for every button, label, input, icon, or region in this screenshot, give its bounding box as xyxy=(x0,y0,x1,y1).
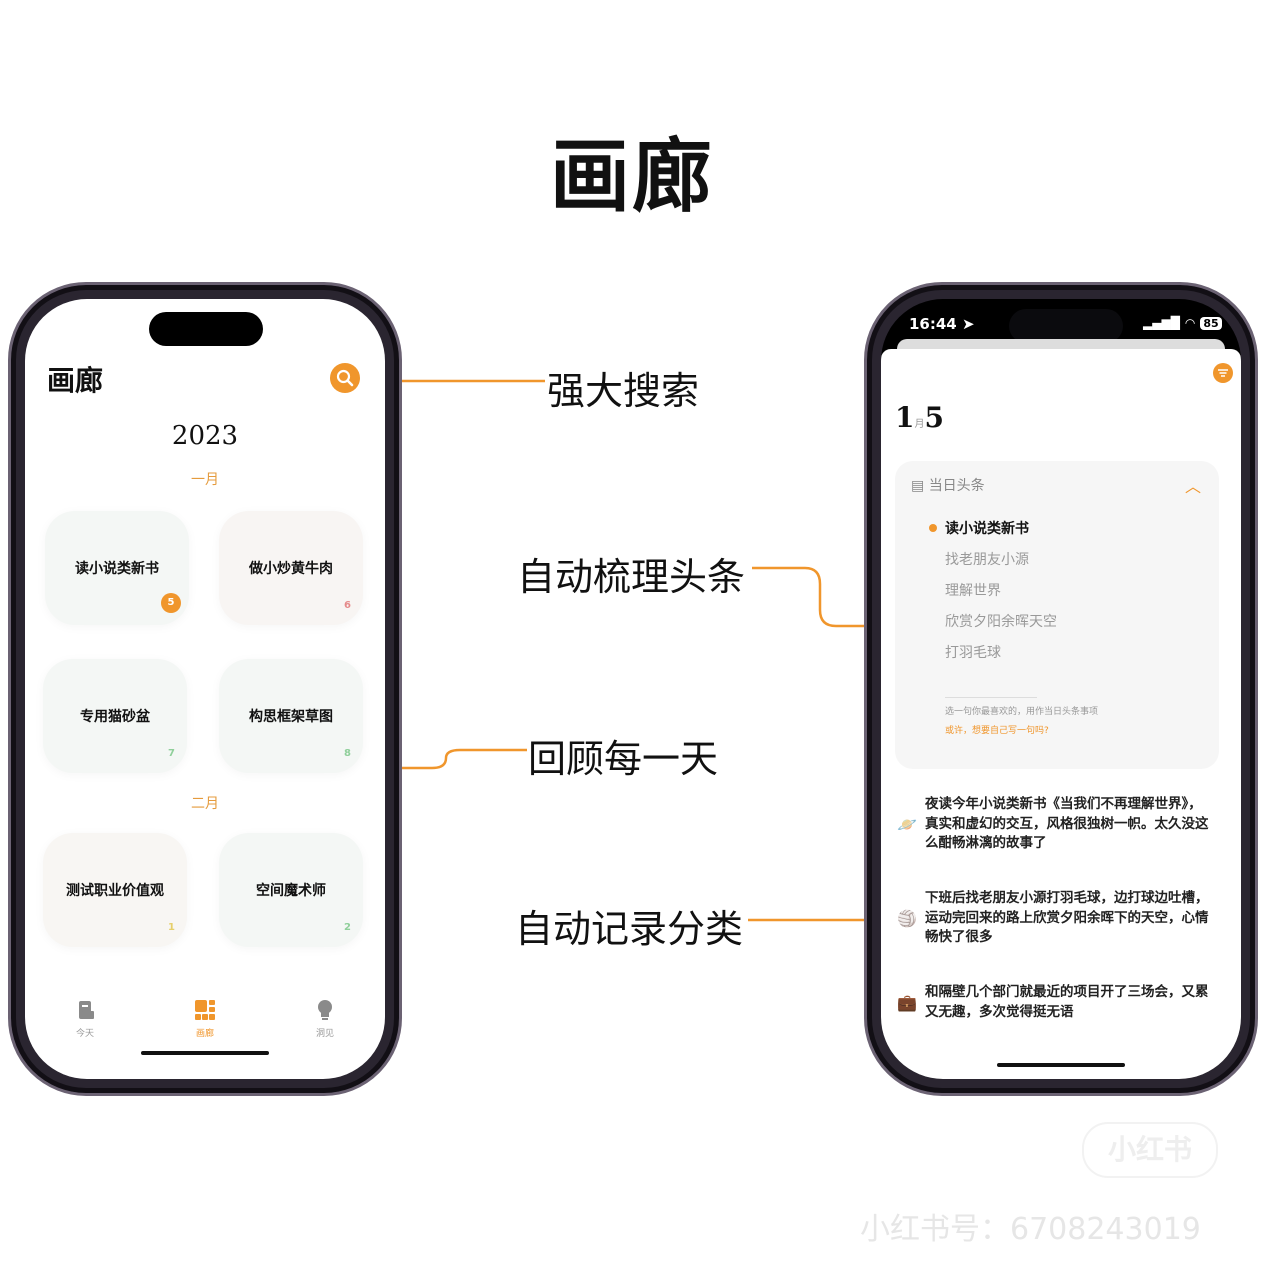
status-icons: ▂▄▆█ ◠ 85 xyxy=(1143,316,1222,330)
search-button[interactable] xyxy=(330,363,360,393)
briefcase-icon: 💼 xyxy=(897,993,917,1012)
gallery-icon xyxy=(195,1000,215,1020)
divider xyxy=(945,697,1037,698)
gallery-card[interactable]: 构思框架草图 8 xyxy=(219,659,363,773)
page-title: 画廊 xyxy=(550,129,714,223)
search-icon xyxy=(336,369,354,387)
gallery-card[interactable]: 空间魔术师 2 xyxy=(219,833,363,947)
diary-entry[interactable]: 夜读今年小说类新书《当我们不再理解世界》，真实和虚幻的交互，风格很独树一帜。太久… xyxy=(925,796,1209,851)
location-arrow-icon: ➤ xyxy=(961,315,975,333)
write-own-link[interactable]: 或许，想要自己写一句吗? xyxy=(945,726,1049,736)
headline-hint: 选一句你最喜欢的，用作当日头条事项 xyxy=(945,707,1099,717)
planet-icon: 🪐 xyxy=(897,815,917,834)
gallery-card[interactable]: 做小炒黄牛肉 6 xyxy=(219,511,363,625)
month-label: 一月 xyxy=(191,472,219,488)
headline-option[interactable]: 读小说类新书 xyxy=(945,521,1029,537)
wifi-icon: ◠ xyxy=(1184,316,1196,330)
headline-panel: ▤ 当日头条 ︿ 读小说类新书 找老朋友小源 理解世界 欣赏夕阳余晖天空 打羽毛… xyxy=(895,461,1219,769)
filter-icon xyxy=(1218,369,1228,377)
card-title: 专用猫砂盆 xyxy=(80,709,150,725)
card-day: 2 xyxy=(344,922,351,933)
day-sheet: 1月5 ▤ 当日头条 ︿ 读小说类新书 找老朋友小源 理解世界 欣赏夕阳余晖天空… xyxy=(881,349,1241,1079)
watermark-logo: 小红书 xyxy=(1082,1122,1218,1178)
headline-option[interactable]: 理解世界 xyxy=(945,583,1001,599)
right-phone: 16:44 ➤ ▂▄▆█ ◠ 85 1月5 ▤ 当日头条 ︿ 读小说类新书 找老朋… xyxy=(864,282,1258,1096)
card-day: 8 xyxy=(344,748,351,759)
tab-today[interactable]: 今天 xyxy=(55,999,115,1039)
card-day: 1 xyxy=(168,922,175,933)
watermark-id: 小红书号：6708243019 xyxy=(860,1212,1201,1247)
date-label: 1月5 xyxy=(895,401,944,434)
tab-label: 洞见 xyxy=(315,1029,334,1039)
connector-review xyxy=(375,748,527,770)
headline-option[interactable]: 找老朋友小源 xyxy=(945,552,1029,568)
tab-label: 今天 xyxy=(75,1029,94,1039)
dynamic-island xyxy=(1009,309,1123,343)
volleyball-icon: 🏐 xyxy=(897,909,917,928)
home-indicator xyxy=(141,1051,269,1055)
tab-label: 画廊 xyxy=(195,1029,214,1039)
signal-icon: ▂▄▆█ xyxy=(1143,316,1180,330)
collapse-chevron-icon[interactable]: ︿ xyxy=(1184,477,1201,496)
diary-entry[interactable]: 和隔壁几个部门就最近的项目开了三场会，又累又无趣，多次觉得挺无语 xyxy=(925,984,1209,1020)
connector-headline xyxy=(752,566,886,628)
selected-dot xyxy=(929,524,937,532)
callout-review: 回顾每一天 xyxy=(528,737,719,781)
headline-option[interactable]: 欣赏夕阳余晖天空 xyxy=(945,614,1057,630)
month-label: 二月 xyxy=(191,796,219,812)
card-title: 做小炒黄牛肉 xyxy=(249,561,333,577)
callout-classify: 自动记录分类 xyxy=(515,907,744,951)
header-title: 画廊 xyxy=(47,364,104,397)
newspaper-icon: ▤ xyxy=(911,478,925,494)
card-day: 5 xyxy=(161,593,181,613)
battery-icon: 85 xyxy=(1200,316,1222,330)
home-indicator xyxy=(997,1063,1125,1067)
tab-insight[interactable]: 洞见 xyxy=(295,999,355,1039)
callout-search: 强大搜索 xyxy=(547,369,700,413)
tab-gallery[interactable]: 画廊 xyxy=(175,999,235,1039)
card-title: 构思框架草图 xyxy=(249,709,333,725)
card-title: 测试职业价值观 xyxy=(66,883,164,899)
gallery-card[interactable]: 测试职业价值观 1 xyxy=(43,833,187,947)
gallery-card[interactable]: 专用猫砂盆 7 xyxy=(43,659,187,773)
status-time: 16:44 ➤ xyxy=(909,315,975,333)
card-day: 7 xyxy=(168,748,175,759)
dynamic-island xyxy=(149,312,263,346)
card-title: 读小说类新书 xyxy=(75,561,159,577)
day-screen: 16:44 ➤ ▂▄▆█ ◠ 85 1月5 ▤ 当日头条 ︿ 读小说类新书 找老朋… xyxy=(881,299,1241,1079)
headline-option[interactable]: 打羽毛球 xyxy=(945,645,1001,661)
headline-header: ▤ 当日头条 xyxy=(911,478,985,494)
lightbulb-icon xyxy=(318,1000,332,1020)
filter-button[interactable] xyxy=(1213,363,1233,383)
scroll-icon xyxy=(79,1001,94,1019)
year-label: 2023 xyxy=(171,421,239,451)
callout-headline: 自动梳理头条 xyxy=(517,555,746,599)
card-title: 空间魔术师 xyxy=(256,883,326,899)
card-day: 6 xyxy=(344,600,351,611)
diary-entry[interactable]: 下班后找老朋友小源打羽毛球，边打球边吐槽，运动完回来的路上欣赏夕阳余晖下的天空，… xyxy=(925,890,1209,945)
